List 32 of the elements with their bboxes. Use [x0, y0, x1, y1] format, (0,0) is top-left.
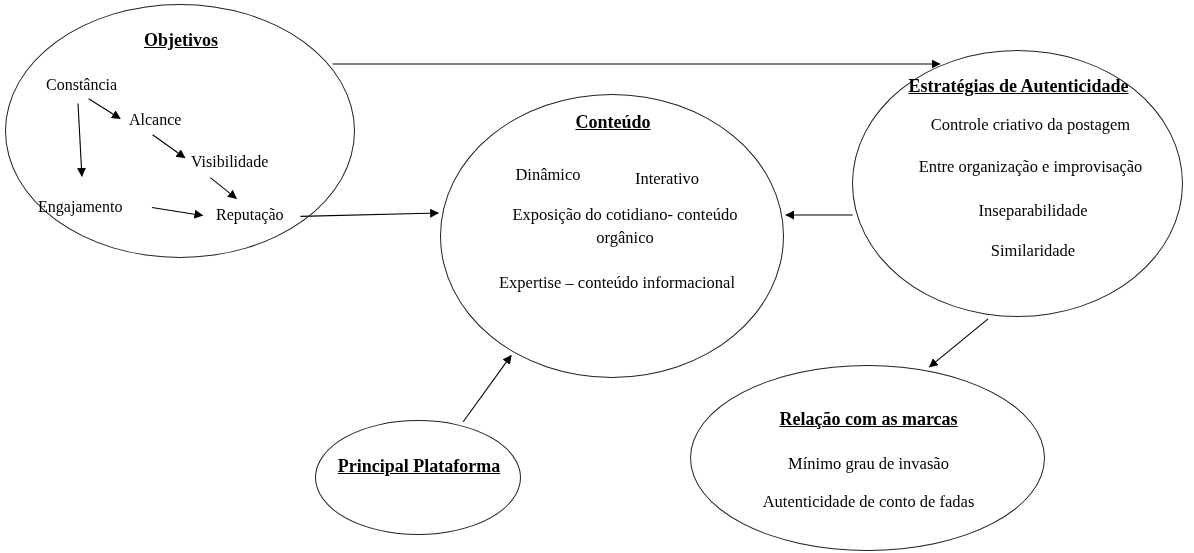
- ellipse-item: Mínimo grau de invasão: [787, 453, 950, 475]
- ellipse-item: Controle criativo da postagem: [929, 114, 1132, 136]
- ellipse-item: Exposição do cotidiano- conteúdo orgânico: [511, 204, 739, 249]
- objective-label: Reputação: [216, 205, 284, 224]
- ellipse-heading: Principal Plataforma: [336, 455, 502, 478]
- ellipse-item: Inseparabilidade: [977, 200, 1089, 222]
- ellipse-item: Expertise – conteúdo informacional: [498, 272, 736, 294]
- objective-label: Engajamento: [38, 197, 123, 216]
- objective-label: Alcance: [129, 110, 182, 129]
- arrow: [76, 102, 86, 177]
- ellipse-heading: Objetivos: [143, 29, 219, 52]
- ellipse-heading: Conteúdo: [574, 111, 652, 134]
- arrow: [152, 134, 186, 159]
- arrow: [462, 354, 512, 423]
- objective-label: Visibilidade: [191, 152, 269, 171]
- arrow: [928, 318, 989, 368]
- arrow: [785, 210, 854, 220]
- arrow: [209, 177, 237, 199]
- ellipse-node: [315, 420, 521, 535]
- objective-label: Constância: [46, 75, 118, 94]
- ellipse-item: Autenticidade de conto de fadas: [761, 491, 976, 513]
- ellipse-item: Similaridade: [989, 240, 1077, 262]
- arrow: [88, 98, 121, 120]
- ellipse-item: Dinâmico: [514, 164, 582, 186]
- arrow: [151, 206, 204, 219]
- arrow: [299, 208, 440, 218]
- ellipse-node: [852, 50, 1183, 317]
- arrow: [332, 59, 941, 69]
- ellipse-item: Interativo: [633, 168, 701, 190]
- ellipse-item: Entre organização e improvisação: [917, 156, 1144, 178]
- ellipse-heading: Relação com as marcas: [778, 408, 959, 431]
- ellipse-heading: Estratégias de Autenticidade: [907, 75, 1130, 98]
